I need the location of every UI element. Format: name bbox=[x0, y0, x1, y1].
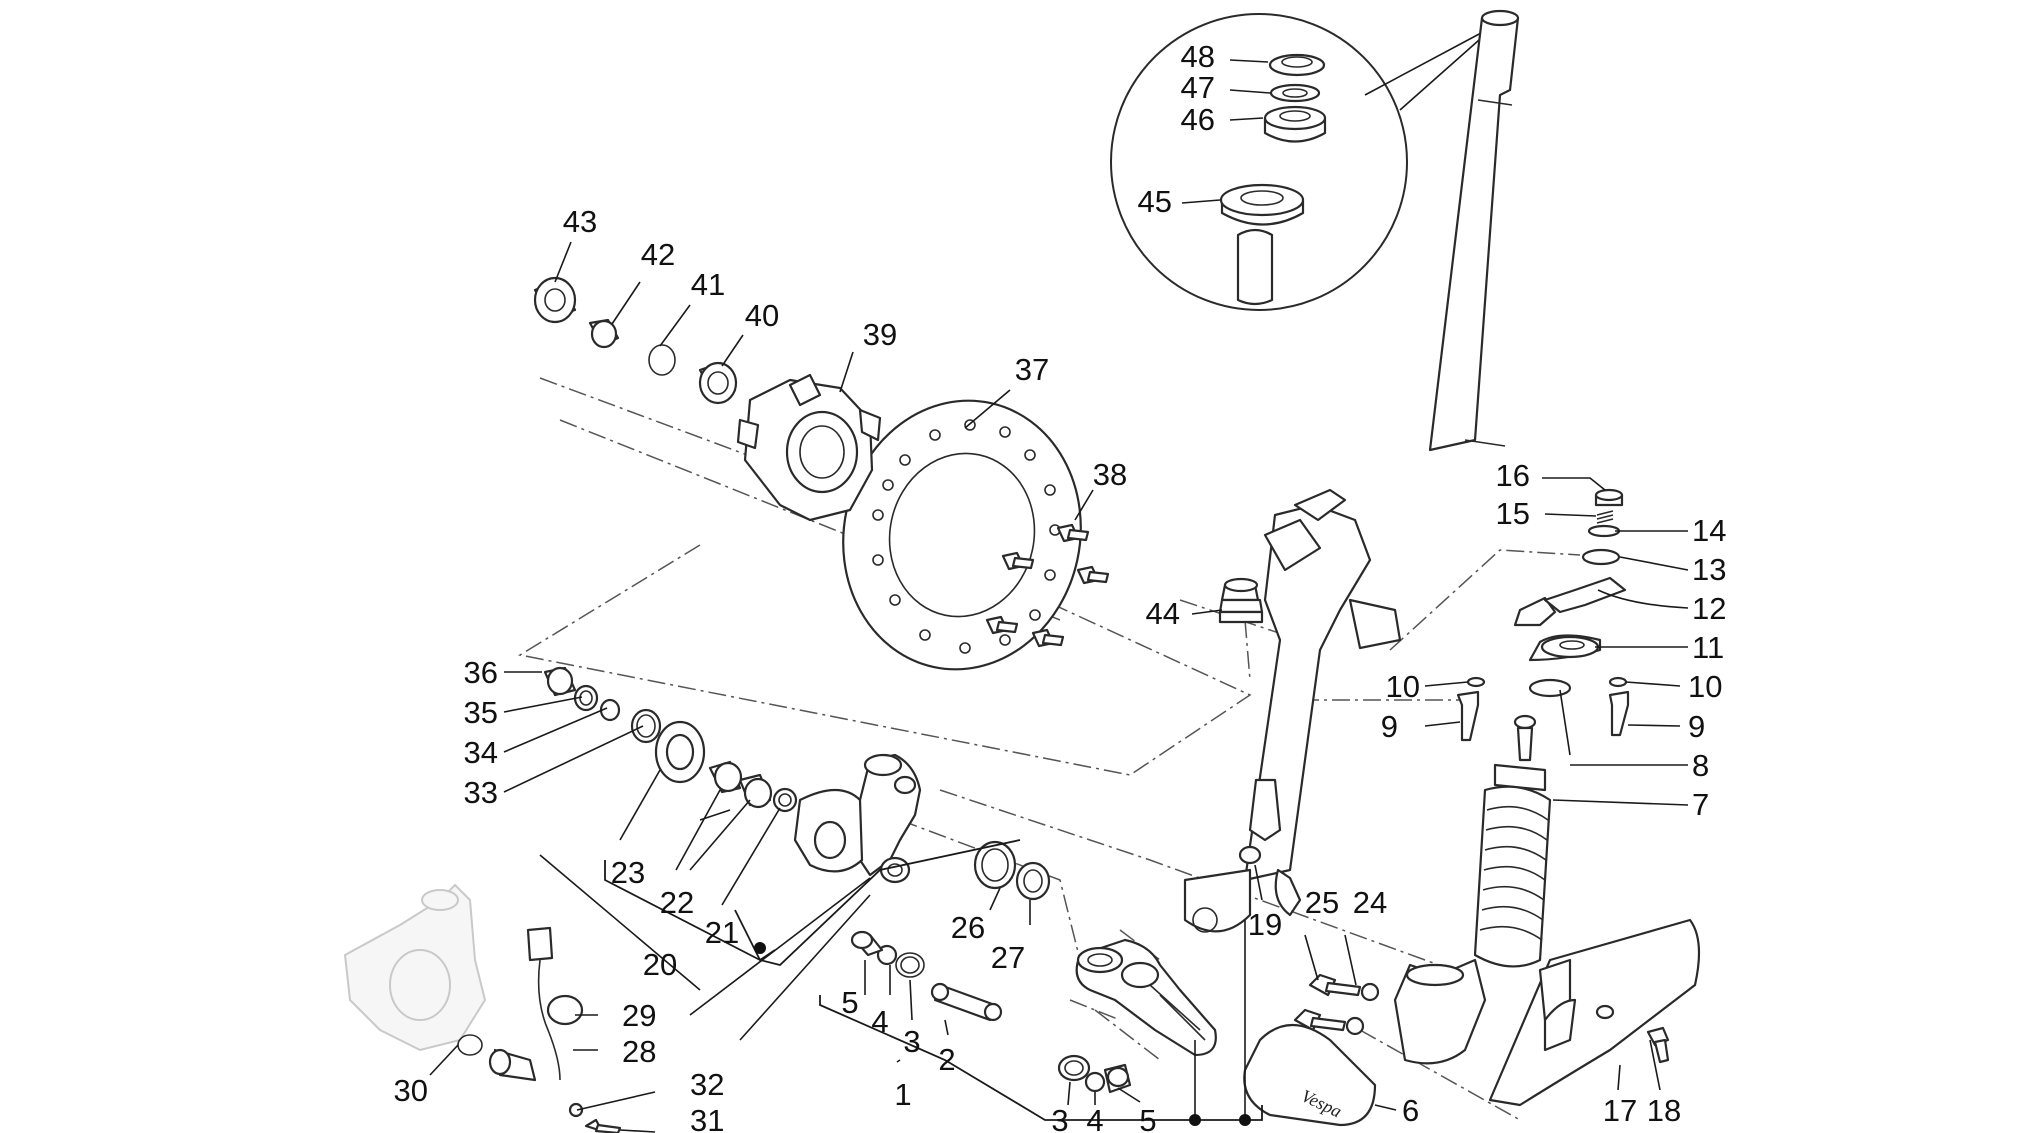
washer-47 bbox=[1269, 83, 1321, 103]
dots bbox=[754, 942, 1251, 1126]
callout-14: 14 bbox=[1692, 513, 1726, 548]
fork-leg bbox=[1183, 488, 1402, 933]
callout-6: 6 bbox=[1402, 1093, 1419, 1128]
callout-31: 31 bbox=[690, 1103, 724, 1133]
pivot-parts-2-5 bbox=[850, 930, 1132, 1094]
callout-9-right: 9 bbox=[1688, 709, 1705, 744]
callout-26: 26 bbox=[951, 910, 985, 945]
callout-30: 30 bbox=[394, 1073, 428, 1108]
ring-nut-48 bbox=[1268, 53, 1326, 77]
bracket-12 bbox=[1513, 596, 1557, 627]
wheel-hub-39 bbox=[736, 373, 882, 522]
spacers-33-36 bbox=[543, 666, 662, 744]
callout-4-lower: 4 bbox=[1086, 1103, 1103, 1133]
callout-5-lower: 5 bbox=[1139, 1103, 1156, 1133]
callout-5-upper: 5 bbox=[841, 985, 858, 1020]
callout-33: 33 bbox=[464, 775, 498, 810]
bolt-9-right bbox=[1608, 690, 1630, 737]
callout-labels: 43 42 41 40 39 37 38 48 47 46 45 44 16 1… bbox=[394, 39, 1727, 1133]
callout-21: 21 bbox=[705, 915, 739, 950]
callout-46: 46 bbox=[1181, 102, 1215, 137]
callout-28: 28 bbox=[622, 1034, 656, 1069]
washer-10-right bbox=[1608, 676, 1628, 688]
lower-bearing-45 bbox=[1219, 183, 1305, 226]
callout-36: 36 bbox=[464, 655, 498, 690]
washer-19 bbox=[1238, 778, 1282, 865]
disc-bolts-38 bbox=[985, 523, 1110, 648]
shock-top-parts bbox=[1456, 488, 1630, 742]
callout-11: 11 bbox=[1692, 630, 1724, 665]
callout-47: 47 bbox=[1181, 70, 1215, 105]
washer-10-left bbox=[1466, 676, 1486, 688]
bearing-46 bbox=[1263, 105, 1327, 143]
callout-48: 48 bbox=[1181, 39, 1215, 74]
callout-9-left: 9 bbox=[1381, 709, 1398, 744]
callout-4-upper: 4 bbox=[871, 1004, 888, 1039]
shock-absorber-7 bbox=[1393, 714, 1552, 1065]
sensor-parts-28-32 bbox=[457, 926, 622, 1133]
callout-2: 2 bbox=[938, 1042, 955, 1077]
fork-cover-17 bbox=[1488, 918, 1701, 1107]
steering-bearing-detail-circle bbox=[1110, 13, 1497, 311]
cover-6: Vespa bbox=[1243, 1023, 1377, 1127]
callout-32: 32 bbox=[690, 1067, 724, 1102]
callout-16: 16 bbox=[1496, 458, 1530, 493]
bolt-9-left bbox=[1456, 690, 1480, 742]
callout-39: 39 bbox=[863, 317, 897, 352]
steering-tube bbox=[1428, 9, 1520, 452]
callout-24: 24 bbox=[1353, 885, 1387, 920]
callout-25: 25 bbox=[1305, 885, 1339, 920]
washer-14 bbox=[1587, 524, 1621, 538]
callout-42: 42 bbox=[641, 237, 675, 272]
callout-13: 13 bbox=[1692, 552, 1726, 587]
callout-20: 20 bbox=[643, 947, 677, 982]
callout-29: 29 bbox=[622, 998, 656, 1033]
leader-lines bbox=[429, 59, 1689, 1133]
caliper-support-20 bbox=[793, 753, 922, 884]
spring-washer-15 bbox=[1596, 510, 1614, 524]
callout-12: 12 bbox=[1692, 591, 1726, 626]
callout-37: 37 bbox=[1015, 352, 1049, 387]
callout-3-upper: 3 bbox=[903, 1024, 920, 1059]
washer-13 bbox=[1581, 548, 1621, 566]
bearings-21-23 bbox=[654, 720, 798, 813]
brake-caliper-ghost bbox=[343, 883, 487, 1052]
callout-8: 8 bbox=[1692, 748, 1709, 783]
fork-boot-44 bbox=[1218, 577, 1264, 624]
callout-10-left: 10 bbox=[1386, 669, 1420, 704]
callout-17: 17 bbox=[1603, 1093, 1637, 1128]
swing-arm-1 bbox=[1075, 938, 1217, 1057]
callout-19: 19 bbox=[1248, 907, 1282, 942]
callout-40: 40 bbox=[745, 298, 779, 333]
washer-8 bbox=[1528, 678, 1572, 698]
callout-18: 18 bbox=[1647, 1093, 1681, 1128]
callout-44: 44 bbox=[1146, 596, 1180, 631]
callout-3-lower: 3 bbox=[1051, 1103, 1068, 1133]
callout-10-right: 10 bbox=[1688, 669, 1722, 704]
callout-38: 38 bbox=[1093, 457, 1127, 492]
callout-22: 22 bbox=[660, 885, 694, 920]
callout-45: 45 bbox=[1138, 184, 1172, 219]
seals-26-27 bbox=[973, 840, 1051, 901]
callout-15: 15 bbox=[1496, 496, 1530, 531]
callout-43: 43 bbox=[563, 204, 597, 239]
callout-41: 41 bbox=[691, 267, 725, 302]
brake-disc-37 bbox=[842, 399, 1082, 671]
callout-23: 23 bbox=[611, 855, 645, 890]
callout-27: 27 bbox=[991, 940, 1025, 975]
callout-7: 7 bbox=[1692, 787, 1709, 822]
callout-1: 1 bbox=[894, 1077, 911, 1112]
hub-parts-40-43 bbox=[533, 276, 738, 405]
callout-35: 35 bbox=[464, 695, 498, 730]
bolts-24-25 bbox=[1293, 973, 1380, 1036]
callout-34: 34 bbox=[464, 735, 498, 770]
